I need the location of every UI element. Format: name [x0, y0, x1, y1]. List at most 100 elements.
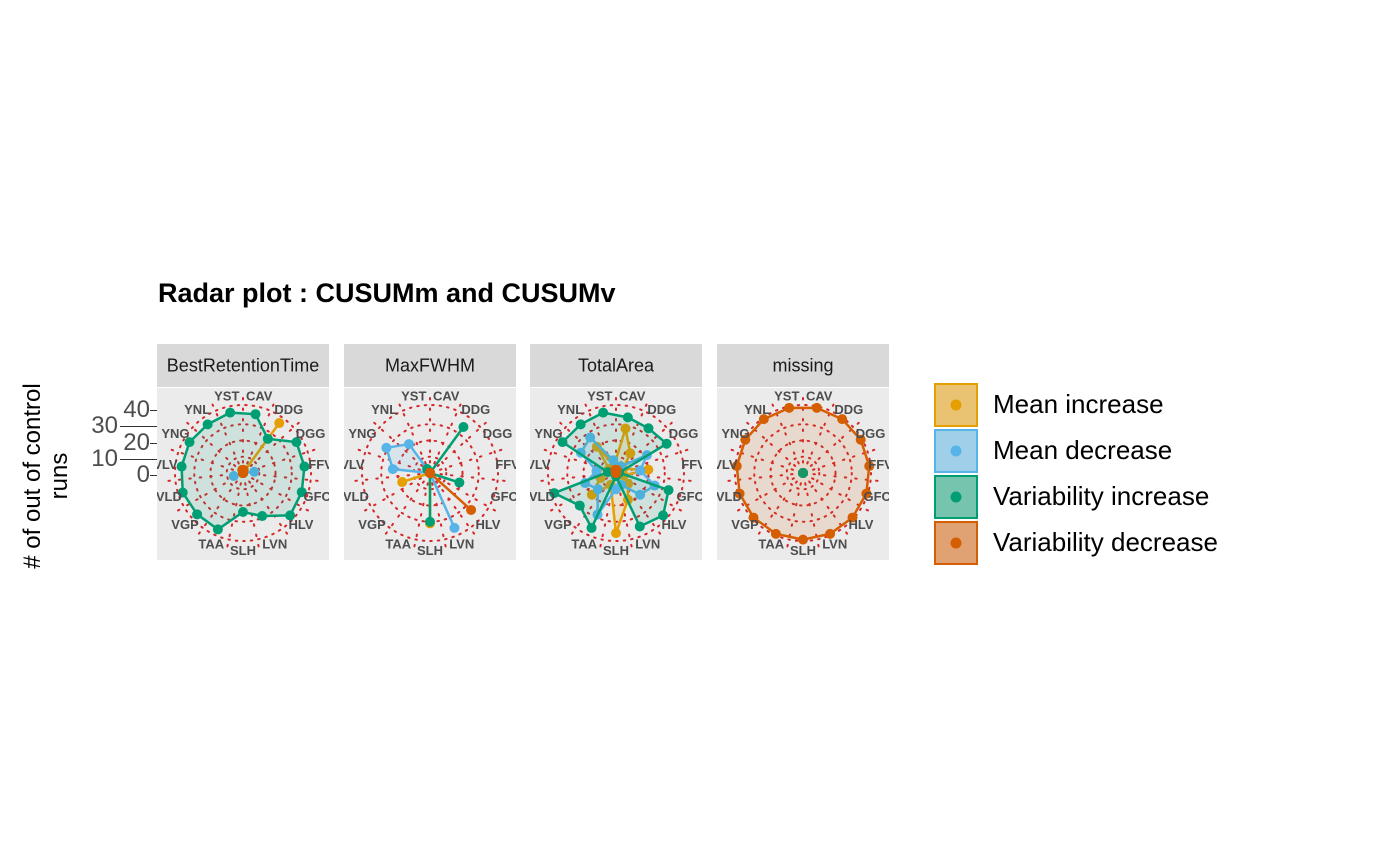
grid-circle — [412, 455, 448, 491]
data-point-YNL — [575, 419, 586, 430]
data-point-SLH — [611, 528, 621, 539]
legend-key — [934, 383, 978, 427]
data-point-GFC — [663, 485, 674, 496]
category-label: YNG — [348, 426, 376, 441]
data-point-CAV — [620, 423, 631, 434]
grid-spoke — [242, 472, 290, 538]
data-point-VLV — [176, 461, 187, 472]
data-point-VLD — [228, 471, 239, 482]
y-tick-label: 30 — [91, 412, 118, 440]
legend-key — [934, 475, 978, 519]
radar-svg: CAVDDGDGGFFVGFCHLVLVNSLHTAAVGPVLDVLVYNGY… — [157, 389, 329, 558]
data-point-LVN — [257, 511, 268, 522]
category-label: YST — [401, 389, 426, 404]
grid-spoke — [354, 447, 431, 474]
category-label: GFC — [490, 489, 516, 504]
data-point-YNG — [740, 434, 751, 445]
grid-spoke — [429, 472, 499, 513]
category-label: VLV — [717, 457, 738, 472]
category-label: CAV — [619, 389, 646, 404]
data-point-YST — [798, 468, 808, 478]
data-point-CAV — [250, 409, 261, 420]
category-label: VGP — [731, 517, 759, 532]
category-label: SLH — [790, 543, 816, 558]
panel-strip: TotalArea — [530, 344, 702, 387]
y-tick-mark — [150, 475, 157, 476]
category-label: FFV — [868, 457, 889, 472]
category-label: LVN — [262, 536, 287, 551]
category-label: YNG — [161, 426, 189, 441]
data-point-SLH — [238, 507, 248, 517]
grid-spoke — [383, 472, 431, 538]
category-label: VLV — [157, 457, 178, 472]
category-label: CAV — [806, 389, 833, 404]
data-point-YNG — [381, 442, 392, 453]
data-point-HLV — [635, 489, 646, 500]
category-label: SLH — [230, 543, 256, 558]
data-point-YNG — [557, 437, 568, 448]
y-tick-label: 10 — [91, 444, 118, 472]
data-point-VGP — [748, 512, 759, 523]
grid-circle — [225, 455, 261, 491]
data-point-YST — [598, 407, 609, 418]
grid-circle — [193, 423, 293, 523]
category-label: VLV — [530, 457, 551, 472]
category-label: VLD — [344, 489, 369, 504]
data-point-DDG — [262, 433, 273, 444]
data-point-HLV — [466, 504, 477, 515]
legend-key — [934, 521, 978, 565]
data-point-VGP — [192, 509, 203, 520]
radar-svg: CAVDDGDGGFFVGFCHLVLVNSLHTAAVGPVLDVLVYNGY… — [344, 389, 516, 558]
data-point-YST — [425, 468, 435, 478]
data-point-GFC — [861, 488, 872, 499]
category-label: VGP — [358, 517, 386, 532]
category-label: HLV — [661, 517, 686, 532]
category-label: YST — [587, 389, 612, 404]
data-point-VLD — [734, 488, 745, 499]
y-tick-mark — [150, 442, 157, 444]
y-axis-label: # of out of control runs — [19, 383, 73, 568]
category-label: DGG — [296, 426, 326, 441]
category-label: YNL — [184, 402, 210, 417]
panel-title: TotalArea — [577, 355, 655, 375]
y-tick-mark — [150, 410, 157, 411]
data-point-GFC — [296, 487, 307, 498]
data-point-VLV — [387, 464, 398, 475]
grid-spoke — [429, 447, 506, 474]
data-point-YNL — [758, 414, 769, 425]
category-label: LVN — [822, 536, 847, 551]
category-label: GFC — [303, 489, 329, 504]
category-label: YST — [214, 389, 239, 404]
data-point-DGG — [855, 434, 866, 445]
data-point-TAA — [586, 522, 597, 533]
grid-spoke — [371, 419, 431, 474]
data-point-YNG — [184, 437, 195, 448]
category-label: VGP — [171, 517, 199, 532]
grid-circle — [753, 423, 853, 523]
data-point-CAV — [811, 402, 822, 413]
panel-title: MaxFWHM — [385, 355, 475, 375]
category-label: DDG — [647, 402, 676, 417]
category-label: YNL — [744, 402, 770, 417]
category-label: TAA — [571, 536, 597, 551]
data-point-YST — [608, 455, 619, 466]
grid-spoke — [242, 472, 312, 513]
panel-strip: missing — [717, 344, 889, 387]
data-point-VGP — [574, 500, 585, 511]
data-point-FFV — [249, 466, 260, 477]
data-point-VLD — [177, 487, 188, 498]
data-point-YNL — [585, 432, 596, 443]
data-point-SLH — [425, 516, 435, 527]
data-point-DDG — [274, 418, 285, 429]
grid-spoke — [429, 400, 463, 474]
panel-strip: BestRetentionTime — [157, 344, 329, 387]
category-label: GFC — [676, 489, 702, 504]
category-label: HLV — [848, 517, 873, 532]
data-point-FFV — [643, 464, 654, 475]
grid-spoke — [615, 400, 649, 474]
